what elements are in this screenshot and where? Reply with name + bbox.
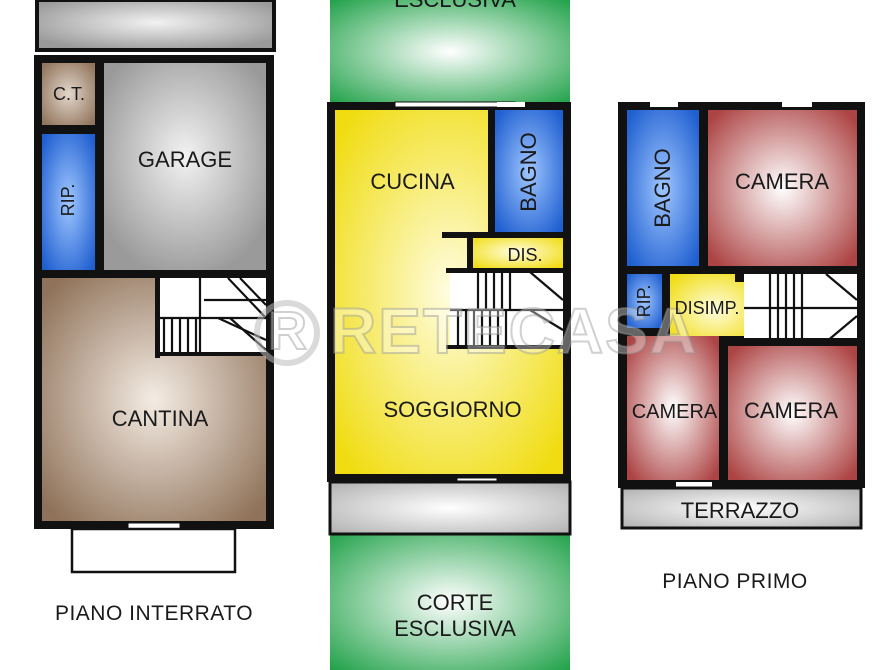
room-bagno-ground <box>495 110 563 232</box>
label-corte: CORTE <box>416 590 494 615</box>
label-soggiorno: SOGGIORNO <box>383 397 522 422</box>
label-rip-basement: RIP. <box>58 183 78 217</box>
label-bagno-first: BAGNO <box>650 148 675 228</box>
label-camera-right: CAMERA <box>743 398 839 423</box>
label-rip-first: RIP. <box>634 284 654 318</box>
label-camera-top: CAMERA <box>734 169 830 194</box>
label-disimp: DISIMP. <box>674 298 740 318</box>
watermark-logo-letter: R <box>267 300 309 362</box>
label-ct: C.T. <box>52 84 85 104</box>
room-rip-basement <box>42 134 95 270</box>
label-cantina: CANTINA <box>111 406 209 431</box>
room-dis <box>470 236 563 268</box>
basement-plan <box>34 0 276 574</box>
label-cucina: CUCINA <box>370 169 455 194</box>
watermark-logo <box>254 300 320 366</box>
label-esclusiva-bottom: ESCLUSIVA <box>394 616 516 641</box>
room-disimp <box>670 274 760 344</box>
label-courtyard-top: ESCLUSIVA <box>370 0 540 11</box>
room-bagno-first <box>627 110 699 266</box>
basement-bottom-step <box>70 527 237 574</box>
room-camera-left <box>627 336 719 480</box>
room-garage <box>104 63 266 270</box>
room-camera-top <box>708 110 857 266</box>
label-garage: GARAGE <box>137 147 233 172</box>
room-rip-first <box>627 274 662 328</box>
caption-piano-interrato: PIANO INTERRATO <box>54 602 254 625</box>
courtyard-top <box>330 0 570 103</box>
label-camera-left: CAMERA <box>631 401 718 423</box>
watermark-text: RETECASA <box>329 294 699 368</box>
ground-porch <box>328 480 572 536</box>
first-floor-plan <box>618 102 865 530</box>
room-camera-right <box>728 346 857 480</box>
ground-floor-plan <box>327 0 572 670</box>
caption-piano-primo: PIANO PRIMO <box>662 570 808 593</box>
basement-top-patio <box>35 0 276 52</box>
label-terrazzo: TERRAZZO <box>680 498 800 523</box>
label-bagno-ground: BAGNO <box>516 132 541 212</box>
room-terrazzo <box>620 486 863 530</box>
courtyard-bottom <box>330 533 570 670</box>
label-dis: DIS. <box>507 245 543 265</box>
